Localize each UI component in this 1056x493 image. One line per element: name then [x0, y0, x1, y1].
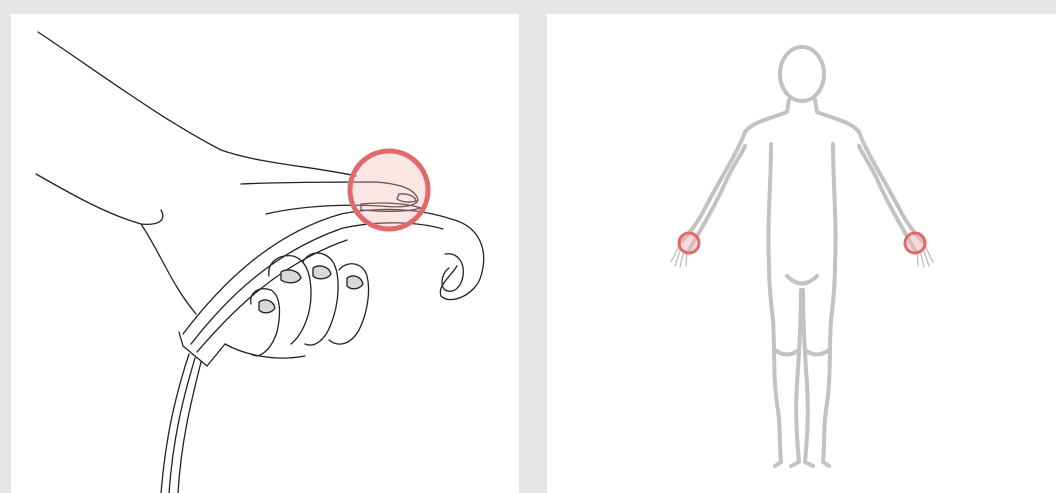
right-leg-outer: [823, 320, 831, 466]
finger-index: [269, 256, 311, 344]
torso-left: [768, 144, 773, 320]
forearm-bottom-line: [36, 174, 163, 224]
crotch: [787, 276, 817, 284]
right-leg-inner: [803, 290, 813, 466]
right-palm-highlight: [679, 233, 699, 253]
right-inner-arm: [859, 146, 915, 250]
hand-probe-illustration: [11, 14, 519, 493]
head-outline: [780, 47, 824, 101]
left-leg-outer: [773, 320, 781, 466]
body-outline-panel: [547, 14, 1056, 493]
nail-ring: [347, 276, 363, 289]
probe-cable-3: [178, 362, 201, 493]
left-inner-arm: [689, 146, 745, 250]
hand-probe-panel: [11, 14, 519, 493]
body-left-side: [681, 100, 789, 242]
finger-little: [251, 289, 280, 356]
probe-base: [179, 332, 225, 366]
nail-little: [259, 300, 275, 313]
body-outline-illustration: [547, 14, 1056, 493]
left-palm-highlight: [905, 233, 925, 253]
nail-middle: [313, 266, 331, 279]
thumb-highlight-circle: [350, 151, 428, 229]
probe-inner-line-2: [197, 240, 347, 352]
torso-right: [831, 144, 836, 320]
right-knee: [805, 350, 829, 355]
finger-ring: [329, 264, 369, 344]
forearm-top-line: [38, 32, 356, 176]
body-right-side: [815, 100, 923, 242]
probe-cable-1: [161, 354, 189, 493]
left-leg-inner: [791, 290, 801, 466]
left-knee: [775, 350, 799, 355]
nail-index: [281, 270, 301, 283]
wrist-curve: [141, 224, 196, 314]
probe-inner-line-1: [191, 223, 443, 344]
